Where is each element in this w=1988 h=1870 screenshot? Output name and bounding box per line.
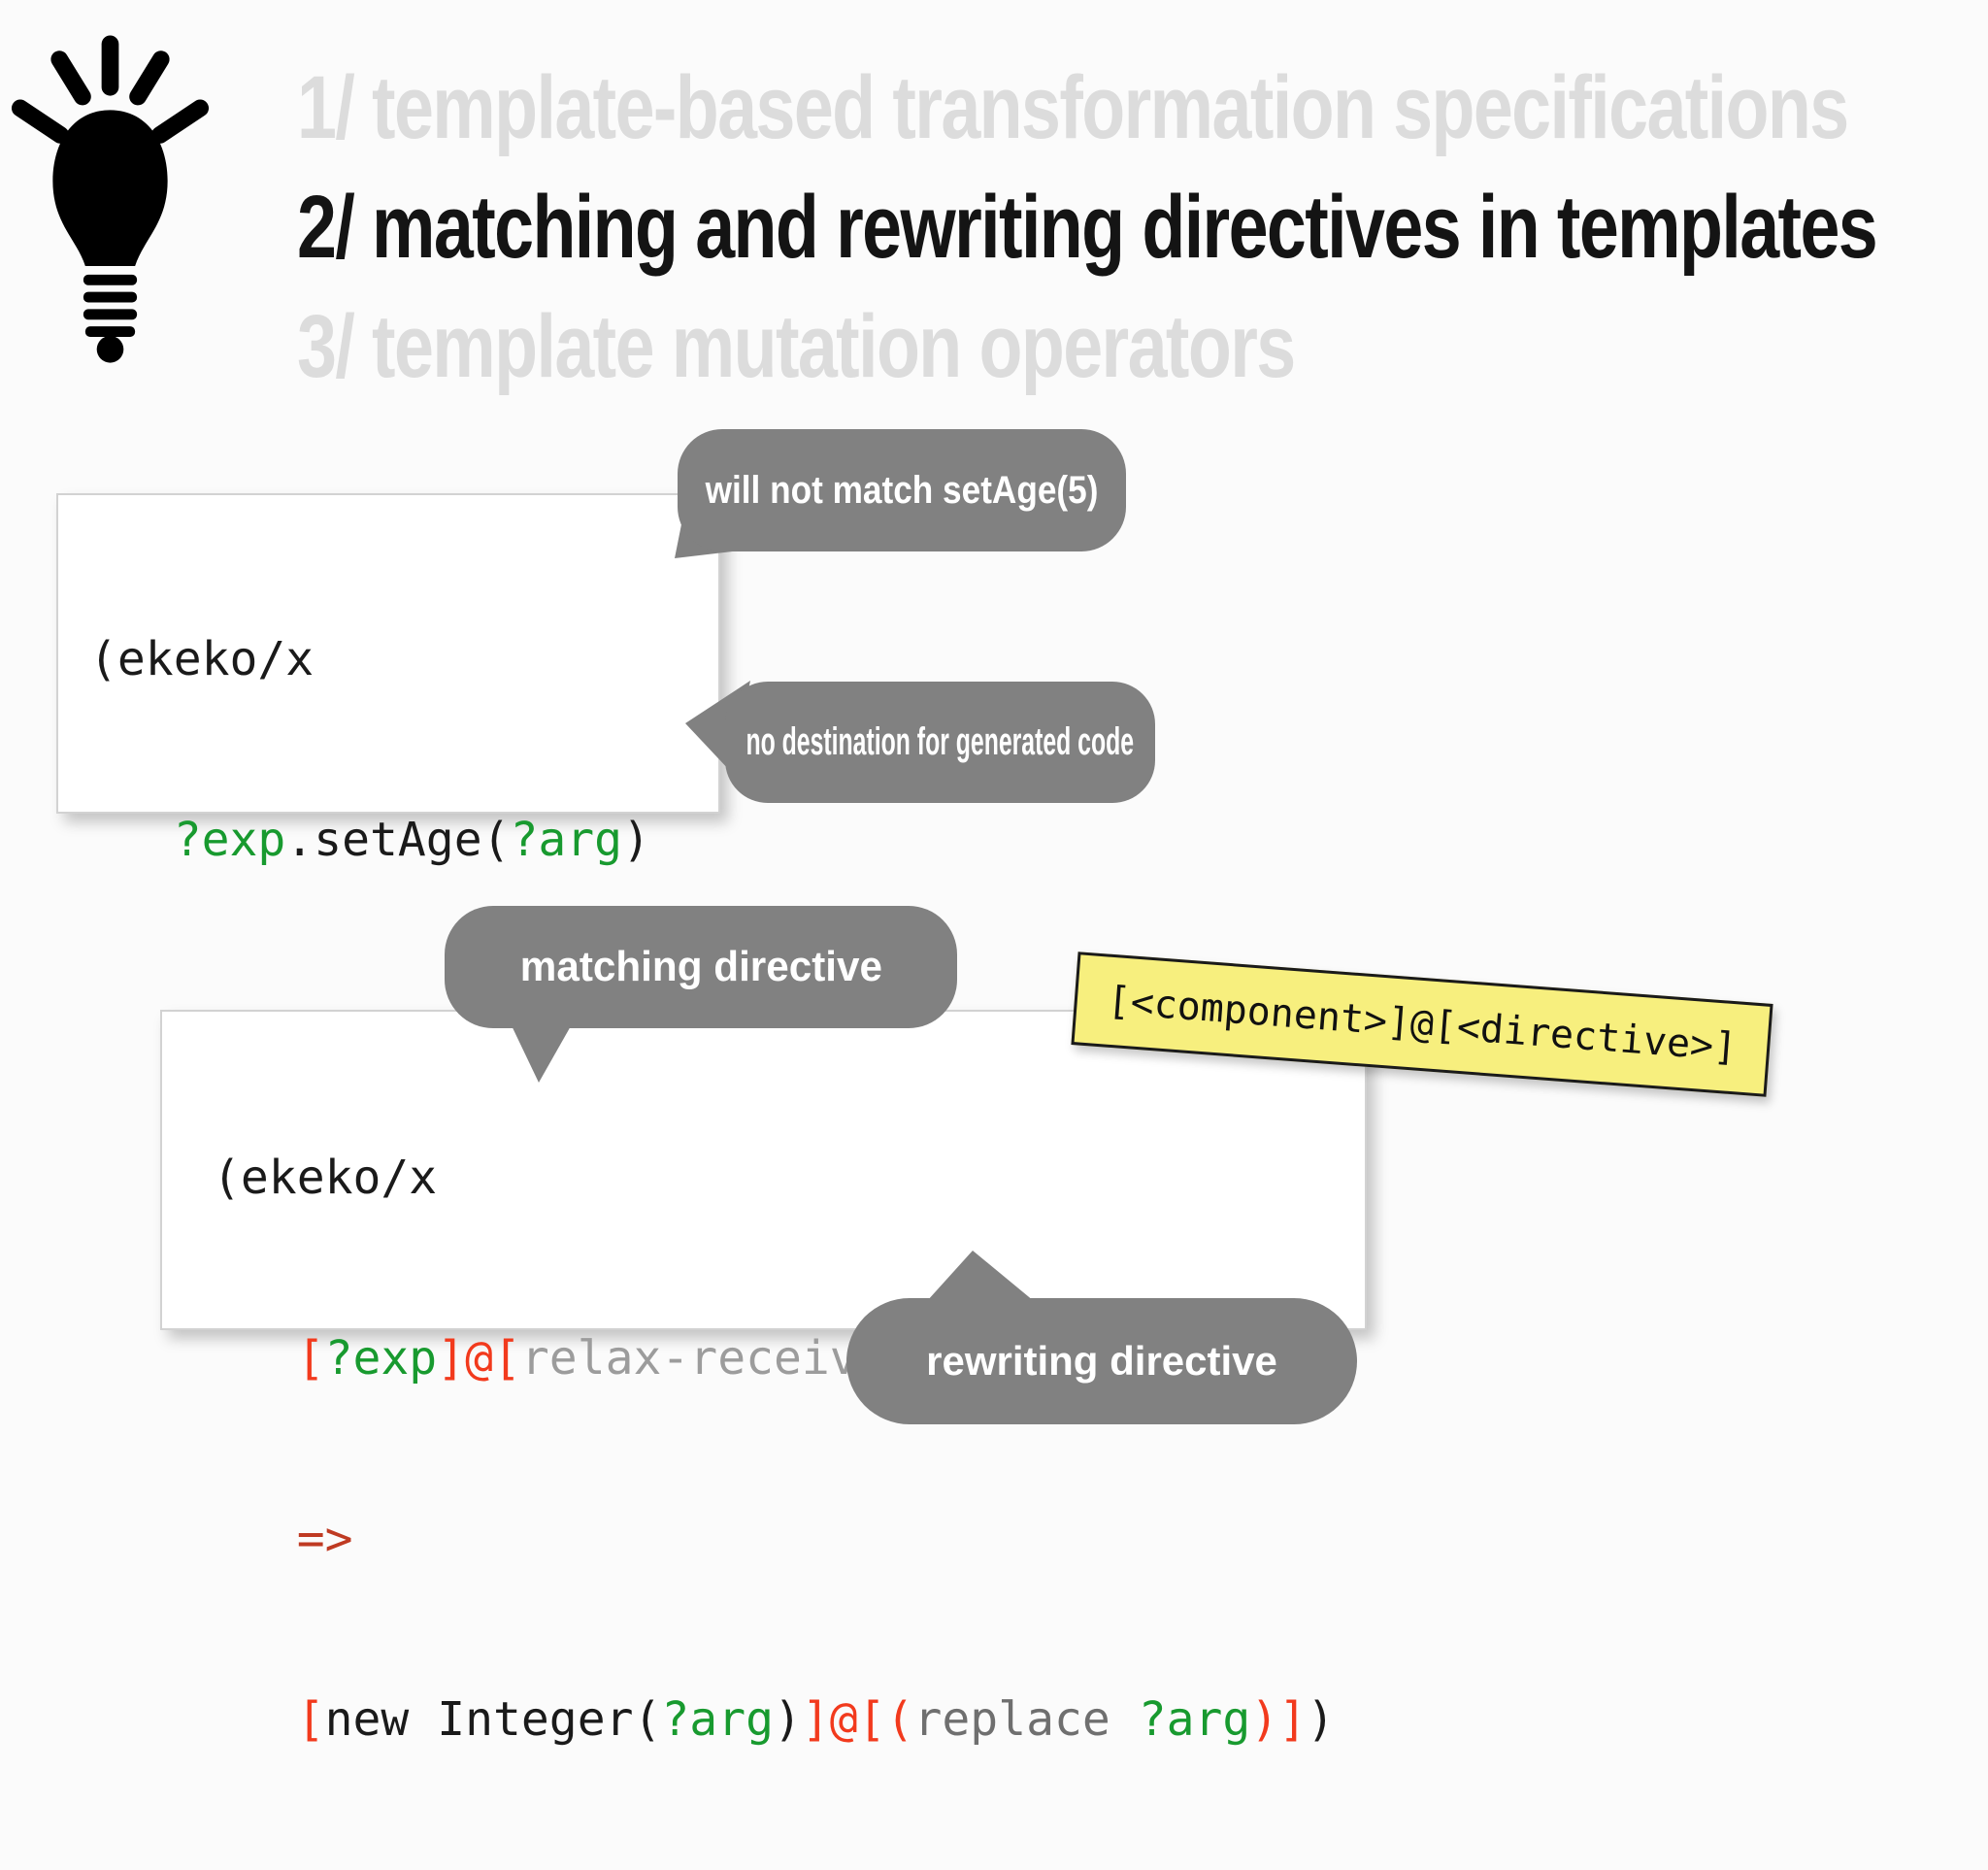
callout-text: no destination for generated code <box>746 720 1135 763</box>
callout-text: matching directive <box>519 943 882 990</box>
agenda-item-2-current: 2/ matching and rewriting directives in … <box>297 178 1878 277</box>
code-line: [new Integer(?arg)]@[(replace ?arg)]) <box>296 1692 1336 1747</box>
callout-no-match: will not match setAge(5) <box>678 429 1126 551</box>
slide: { "header": { "lines": [ {"text": "1/ te… <box>11 35 1988 1747</box>
callout-text: will not match setAge(5) <box>705 468 1099 512</box>
callout-no-destination: no destination for generated code <box>725 682 1155 803</box>
code-block-directive-template: (ekeko/x [?exp]@[relax-receiver].setAge(… <box>160 1010 1367 1747</box>
code-listing: (ekeko/x [?exp]@[relax-receiver].setAge(… <box>213 1027 1335 1870</box>
bubble-tail-matching <box>508 1018 576 1083</box>
code-line: => <box>296 1512 353 1566</box>
code-block-template-spec: (ekeko/x ?exp.setAge(?arg) => new Intege… <box>56 493 720 1228</box>
bubble-tail-rewriting <box>927 1251 1034 1301</box>
callout-rewriting-directive: rewriting directive <box>846 1298 1357 1424</box>
agenda-item-1: 1/ template-based transformation specifi… <box>297 58 1849 157</box>
agenda-item-3: 3/ template mutation operators <box>297 297 1296 396</box>
lightbulb-icon <box>11 35 210 363</box>
code-line: (ekeko/x <box>213 1151 438 1205</box>
code-line: ?exp.setAge(?arg) <box>173 813 650 867</box>
callout-text: rewriting directive <box>926 1338 1277 1384</box>
callout-matching-directive: matching directive <box>445 906 957 1028</box>
code-line: (ekeko/x <box>89 632 315 686</box>
agenda-list: 1/ template-based transformation specifi… <box>297 49 1988 407</box>
